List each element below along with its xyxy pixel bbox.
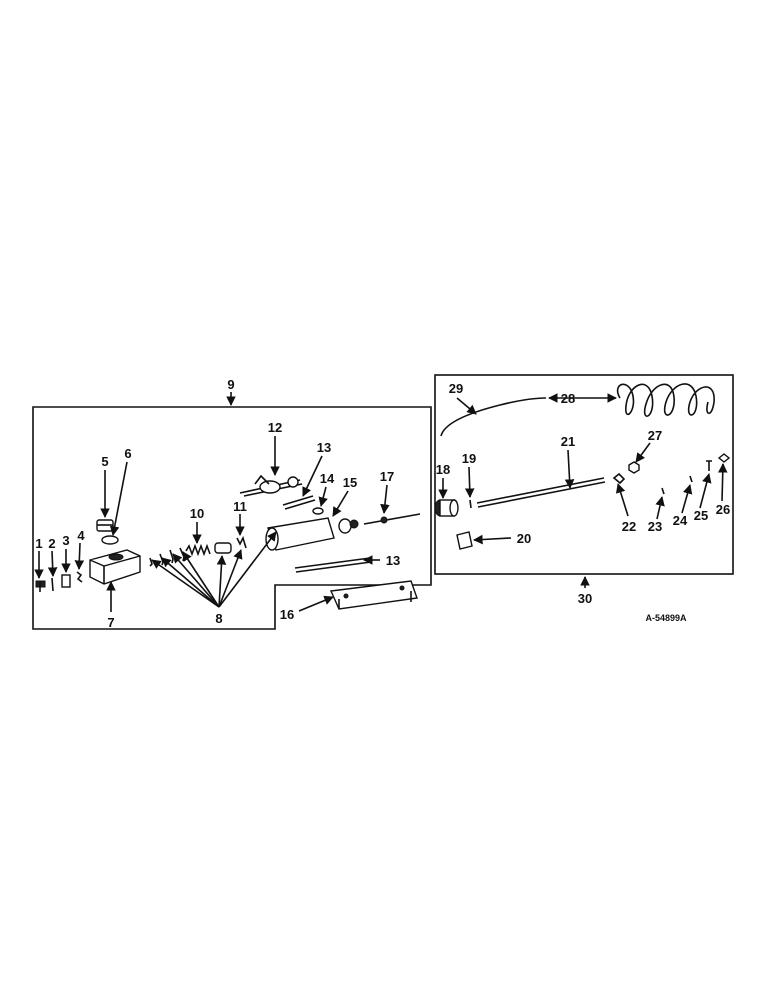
callout-28: 28 (561, 391, 575, 406)
callout-26: 26 (716, 502, 730, 517)
figure-id: A-54899A (645, 613, 687, 623)
callout-15: 15 (343, 475, 357, 490)
callout-30: 30 (578, 591, 592, 606)
callout-2: 2 (48, 536, 55, 551)
part-shaft (363, 513, 421, 525)
callout-10: 10 (190, 506, 204, 521)
part-pin (51, 577, 54, 592)
callout-13-lower: 13 (386, 553, 400, 568)
part-connector (612, 472, 626, 485)
leader-lines (34, 392, 728, 612)
part-screw (706, 460, 712, 471)
part-washer (61, 574, 71, 588)
part-hose (440, 397, 547, 437)
part-washer-19 (469, 499, 472, 509)
part-spring (185, 543, 211, 557)
part-brake-tube (476, 477, 606, 508)
callout-14: 14 (320, 471, 335, 486)
callout-29: 29 (449, 381, 463, 396)
callout-3: 3 (62, 533, 69, 548)
callout-12: 12 (268, 420, 282, 435)
callout-20: 20 (517, 531, 531, 546)
part-fitting-26 (717, 453, 731, 463)
part-push-rod-upper (282, 495, 316, 510)
part-pedal-linkage (239, 474, 303, 497)
part-mounting-bracket (329, 580, 418, 610)
part-reservoir-cap (96, 519, 114, 532)
group-box-30 (434, 374, 734, 575)
callout-13-upper: 13 (317, 440, 331, 455)
callout-labels: 9 1 2 3 4 5 6 7 8 10 11 12 13 14 15 17 1… (35, 377, 730, 630)
callout-23: 23 (648, 519, 662, 534)
part-pin-24 (689, 475, 693, 483)
part-nut (628, 461, 640, 474)
part-push-rod-lower (294, 557, 372, 573)
callout-17: 17 (380, 469, 394, 484)
callout-6: 6 (124, 446, 131, 461)
callout-21: 21 (561, 434, 575, 449)
part-gasket (101, 535, 119, 545)
callout-9: 9 (227, 377, 234, 392)
callout-27: 27 (648, 428, 662, 443)
part-piston (214, 542, 232, 554)
callout-24: 24 (673, 513, 688, 528)
callout-11: 11 (233, 499, 247, 514)
part-pin-23 (661, 487, 665, 495)
part-coiled-line (616, 383, 715, 417)
part-ring (312, 507, 324, 515)
part-master-cylinder-body (89, 549, 141, 585)
callout-7: 7 (107, 615, 114, 630)
callout-25: 25 (694, 508, 708, 523)
callout-1: 1 (35, 536, 42, 551)
part-fitting (236, 535, 247, 549)
group-box-9 (32, 406, 432, 630)
callout-19: 19 (462, 451, 476, 466)
part-slave-cylinder (265, 517, 359, 551)
callout-18: 18 (436, 462, 450, 477)
part-clip (76, 571, 83, 583)
callout-5: 5 (101, 454, 108, 469)
callout-8: 8 (215, 611, 222, 626)
callout-16: 16 (280, 607, 294, 622)
part-tube-clip (456, 531, 473, 550)
callout-22: 22 (622, 519, 636, 534)
part-bolt (35, 580, 46, 592)
callout-4: 4 (77, 528, 85, 543)
part-hose-fitting (434, 499, 459, 517)
